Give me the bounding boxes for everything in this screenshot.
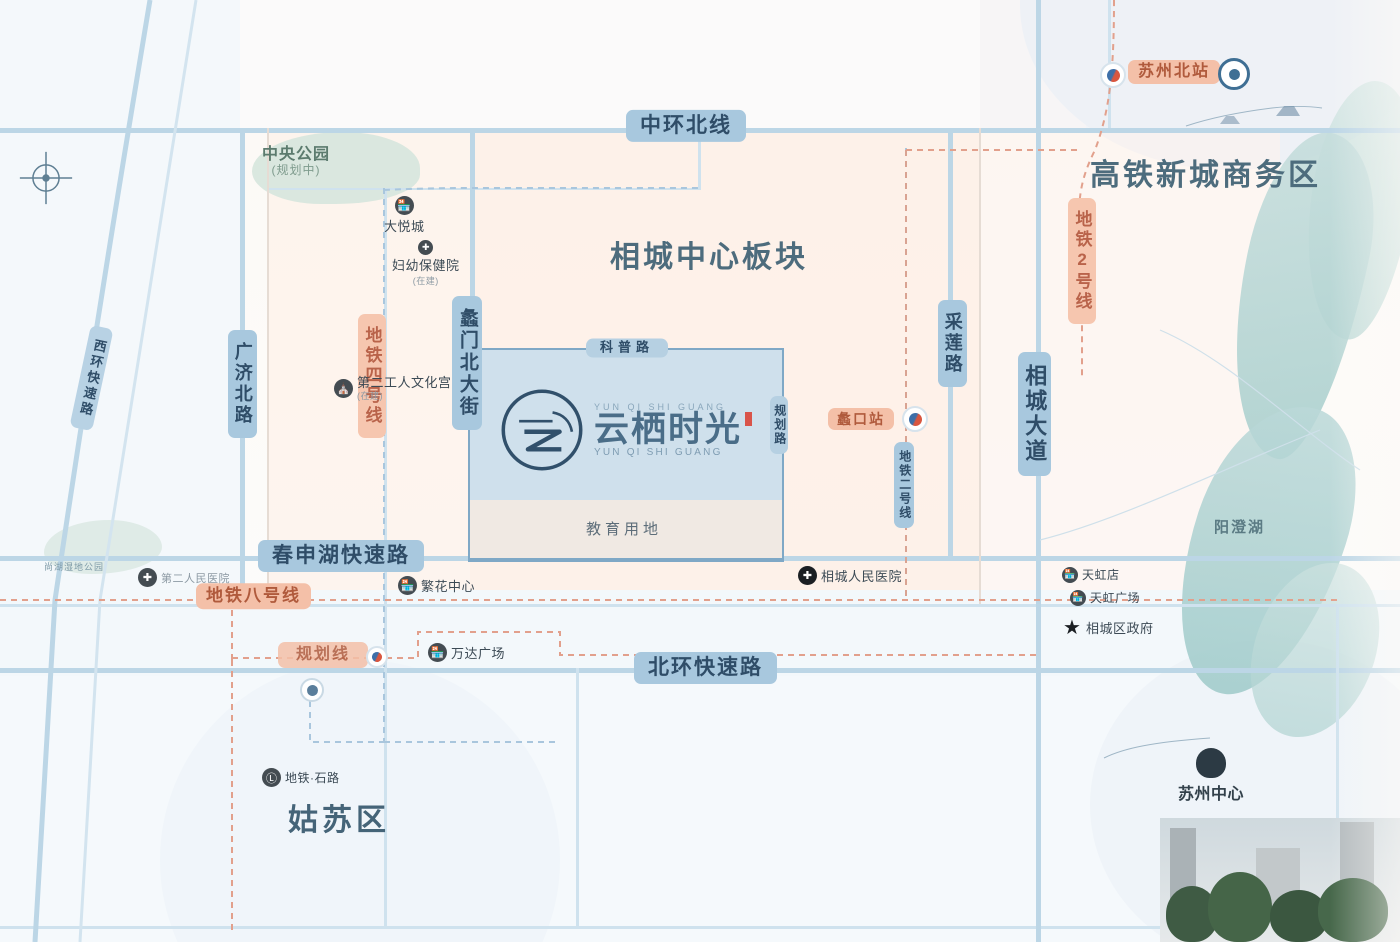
road-label-cailian[interactable]: 采莲路 <box>938 300 967 387</box>
area-title-gaotie-new-city: 高铁新城商务区 <box>1090 159 1321 192</box>
shop-icon: 🏪 <box>428 643 447 662</box>
skyline-sketch-south <box>1103 737 1211 759</box>
metro-label-line-2-north[interactable]: 地铁2号线 <box>1068 198 1096 324</box>
lake-label-yangcheng: 阳澄湖 <box>1214 519 1266 536</box>
station-marker-suzhou-north[interactable] <box>1100 62 1126 88</box>
poi-label: 第二人民医院 <box>161 572 230 585</box>
poi-suzhou-center[interactable]: 苏州中心 <box>1178 748 1244 804</box>
road-label-xiangcheng-dadao[interactable]: 相城大道 <box>1018 352 1052 476</box>
road-label-beihuan[interactable]: 北环快速路 <box>634 652 777 685</box>
road-line-centre-stub <box>698 128 701 190</box>
road-label-jiemen[interactable]: 蠡门北大街 <box>452 296 482 430</box>
hospital-icon: ✚ <box>418 240 434 255</box>
station-marker-west[interactable] <box>366 646 388 668</box>
rail-icon <box>1226 66 1242 82</box>
poi-maternal-child-hospital[interactable]: ✚ 妇幼保健院 (在建) <box>392 240 460 287</box>
poi-tianhong-plaza[interactable]: 🏪 天虹广场 <box>1070 589 1140 606</box>
poi-wanda-plaza[interactable]: 🏪 万达广场 <box>428 643 505 662</box>
metro-logo-icon <box>906 410 924 428</box>
road-line-mid-south <box>0 604 1400 607</box>
poi-fanhua-center[interactable]: 🏪 繁花中心 <box>398 576 475 595</box>
metro-icon: Ⓛ <box>262 768 281 787</box>
cross-icon: ✚ <box>798 566 817 585</box>
park-label-west: 尚湖湿地公园 <box>44 562 105 572</box>
metro-label-line-2[interactable]: 地铁二号线 <box>894 442 914 528</box>
metro-logo-icon <box>304 682 320 698</box>
metro-label-line-8[interactable]: 地铁八号线 <box>196 583 311 609</box>
poi-label: 繁花中心 <box>421 579 476 594</box>
poi-sublabel: (在建) <box>357 390 383 401</box>
poi-no2-workers-cultural-palace[interactable]: ⛪ 第二工人文化宫 (在建) <box>334 375 452 401</box>
poi-label: 相城人民医院 <box>821 569 903 584</box>
project-accent-dot <box>745 412 753 426</box>
poi-label: 第二工人文化宫 <box>357 375 452 390</box>
station-label-likou[interactable]: 蠡口站 <box>828 408 894 431</box>
education-land-block <box>468 500 784 560</box>
hospital-icon: ✚ <box>138 568 157 587</box>
road-line-far-south <box>0 926 1400 929</box>
shop-icon: 🏪 <box>398 576 417 595</box>
skyline-sketch <box>1185 106 1323 127</box>
compass-icon <box>19 151 73 205</box>
station-marker-gusu[interactable] <box>300 678 324 702</box>
metro-logo-icon <box>370 650 384 664</box>
project-name-en-top: YUN QI SHI GUANG <box>594 402 727 412</box>
poi-metro-shilu[interactable]: Ⓛ 地铁·石路 <box>262 768 340 787</box>
project-right-strip-label: 规划路 <box>770 396 788 454</box>
poi-label: 天虹店 <box>1082 568 1120 582</box>
road-label-chunshenhu[interactable]: 春申湖快速路 <box>258 540 424 573</box>
area-title-gusu: 姑苏区 <box>288 804 390 837</box>
shop-icon: 🏪 <box>394 196 414 215</box>
project-logo: YUN QI SHI GUANG 云栖时光 YUN QI SHI GUANG <box>498 386 753 474</box>
poi-label: 天虹广场 <box>1090 591 1141 605</box>
poi-xiangcheng-government[interactable]: ★ 相城区政府 <box>1062 617 1154 639</box>
station-ring-marker-suzhou-north[interactable] <box>1218 58 1250 90</box>
park-label-central: 中央公园 (规划中) <box>262 146 331 178</box>
metro-label-line-4[interactable]: 地铁四号线 <box>358 314 386 438</box>
shop-icon: 🏪 <box>1070 589 1086 606</box>
poi-label: 万达广场 <box>451 646 506 661</box>
culture-icon: ⛪ <box>334 379 353 399</box>
poi-label: 大悦城 <box>384 219 425 234</box>
shop-icon: 🏪 <box>1062 566 1078 583</box>
poi-dayue-city[interactable]: 🏪 大悦城 <box>384 196 425 235</box>
poi-label: 地铁·石路 <box>285 771 340 785</box>
base-tint-northwest <box>0 0 240 590</box>
poi-no2-hospital[interactable]: ✚ 第二人民医院 <box>138 568 230 587</box>
road-label-guangji[interactable]: 广济北路 <box>228 330 257 438</box>
education-land-label: 教育用地 <box>585 521 662 538</box>
road-line-inner-north <box>268 188 698 190</box>
station-marker-likou[interactable] <box>902 406 928 432</box>
edge-fade <box>1330 0 1400 942</box>
star-icon: ★ <box>1063 617 1081 639</box>
poi-xiangcheng-peoples-hospital[interactable]: ✚ 相城人民医院 <box>798 566 902 585</box>
area-title-xiangcheng-center: 相城中心板块 <box>610 241 808 274</box>
poi-label: 妇幼保健院 <box>392 258 460 273</box>
project-name-en-bottom: YUN QI SHI GUANG <box>594 447 723 458</box>
suzhou-center-icon <box>1196 748 1226 778</box>
project-logo-icon <box>501 389 583 471</box>
poi-sublabel: (在建) <box>412 276 439 286</box>
road-label-zhonghuan-beixian[interactable]: 中环北线 <box>626 109 746 143</box>
metro-logo-icon <box>1104 66 1122 84</box>
metro-label-line-planned[interactable]: 规划线 <box>278 642 369 669</box>
project-name-cn: 云栖时光 <box>594 412 753 447</box>
project-top-strip-label: 科普路 <box>586 338 669 358</box>
poi-label: 相城区政府 <box>1086 621 1154 636</box>
road-line-south-stub <box>576 668 579 928</box>
station-label-suzhou-north[interactable]: 苏州北站 <box>1128 60 1221 85</box>
poi-tianhong[interactable]: 🏪 天虹店 <box>1062 566 1120 583</box>
park-shape-central <box>252 132 420 204</box>
photo-tree <box>1208 872 1272 942</box>
poi-label: 苏州中心 <box>1178 786 1245 803</box>
